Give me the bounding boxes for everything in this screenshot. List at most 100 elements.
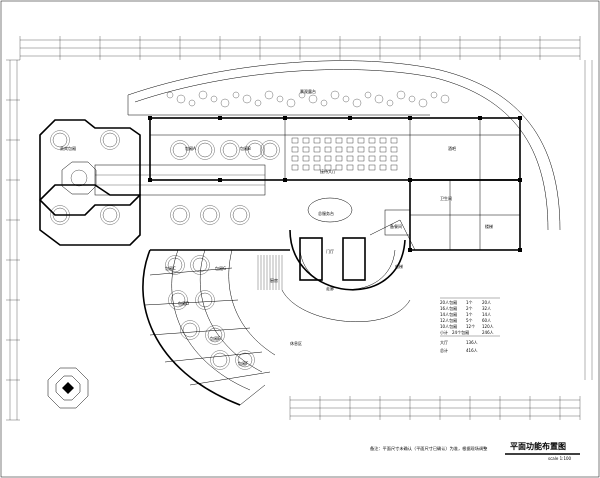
chair-ring [230, 205, 250, 225]
main-block-walls [149, 117, 521, 181]
hall-table [313, 164, 321, 171]
round-table [102, 207, 118, 223]
label-toilet: 楼梯 [485, 223, 493, 229]
shrub [418, 98, 428, 108]
label-stair: 厨房 [270, 277, 278, 283]
stair [257, 255, 283, 290]
column [218, 116, 222, 120]
chair-ring [200, 205, 220, 225]
hall-table [302, 137, 310, 144]
hall-table [302, 164, 310, 171]
column [408, 178, 412, 182]
round-table [52, 132, 68, 148]
round-table [202, 207, 218, 223]
shrub [330, 90, 340, 100]
hall-table [335, 137, 343, 144]
chair-ring [165, 255, 185, 275]
schedule-row-label: 12人包厢 [440, 317, 457, 323]
terrace-outline [127, 60, 561, 231]
hall-table [291, 137, 299, 144]
hall-table [324, 137, 332, 144]
chair-ring [180, 320, 200, 340]
hall-table [379, 137, 387, 144]
hall-table [335, 164, 343, 171]
hall-table [346, 164, 354, 171]
hall-table [357, 146, 365, 153]
shrub [242, 94, 252, 104]
hall-table [335, 146, 343, 153]
round-table [207, 327, 223, 343]
column [518, 178, 522, 182]
hall-table [324, 164, 332, 171]
label-bar: 酒吧 [448, 145, 456, 151]
schedule-row-seats: 32人 [482, 306, 491, 311]
shrub [210, 95, 218, 103]
left-wing-center-dining [61, 161, 97, 195]
label-corridor: 走廊 [326, 285, 334, 291]
chair-ring [205, 325, 225, 345]
partition-wall [149, 327, 251, 336]
hall-table [346, 137, 354, 144]
shrub [352, 98, 362, 108]
label-private-c: 包厢C [165, 265, 176, 271]
round-table [102, 132, 118, 148]
schedule-row-label: 10人包厢 [440, 323, 457, 329]
label-private-a: 包厢A [185, 145, 196, 151]
round-table [212, 352, 228, 368]
round-table [172, 207, 188, 223]
landscape-planting [166, 90, 450, 108]
column [283, 178, 287, 182]
chair-ring [100, 130, 120, 150]
hall-table [390, 146, 398, 153]
chair-ring [245, 140, 265, 160]
label-lakeview: 景观露台 [300, 88, 316, 94]
chair-ring [190, 255, 210, 275]
hall-table [368, 155, 376, 162]
schedule-row-label: 14人包厢 [440, 311, 457, 317]
column [148, 178, 152, 182]
label-reception: 总服务台 [318, 210, 334, 216]
schedule-row-count: 2个 [466, 306, 473, 311]
column [408, 116, 412, 120]
hall-table [357, 137, 365, 144]
round-table [262, 142, 278, 158]
label-private-g: 包厢G [215, 265, 226, 271]
shrub [254, 99, 262, 107]
shrub [166, 91, 174, 99]
shrub [232, 91, 240, 99]
hall-tables [291, 137, 398, 171]
chair-ring [195, 290, 215, 310]
column [408, 248, 412, 252]
schedule-subtotal-count: 24个包厢 [452, 329, 469, 335]
shrub [386, 99, 394, 107]
schedule-hall-seats: 136人 [466, 340, 478, 345]
title-block: 备注：平面尺寸未确认（平面尺寸已确认）为准，根据现场调整 平面功能布置图 sca… [370, 441, 580, 461]
shrub [286, 98, 296, 108]
hall-table [379, 164, 387, 171]
dimension-ticks-left [6, 59, 20, 421]
drawing-title: 平面功能布置图 [510, 441, 566, 451]
lobby [281, 197, 416, 323]
round-table [232, 207, 248, 223]
fan-wing-partitions [144, 267, 271, 386]
label-private-e: 包厢E [210, 335, 221, 341]
column [148, 116, 152, 120]
shrub [320, 99, 328, 107]
hall-table [313, 155, 321, 162]
schedule-row-count: 1个 [466, 312, 473, 317]
entrance-plaza [47, 367, 89, 409]
label-private-b: 包厢B [240, 145, 251, 151]
chair-ring [195, 140, 215, 160]
shrub [220, 98, 230, 108]
chair-ring [170, 205, 190, 225]
private-room-tables [50, 130, 280, 370]
schedule-row-label: 20人包厢 [440, 299, 457, 305]
round-table [170, 292, 186, 308]
round-table [247, 142, 263, 158]
shrub [408, 95, 416, 103]
round-table [167, 257, 183, 273]
schedule-row-seats: 60人 [482, 318, 491, 323]
shrub [396, 90, 406, 100]
chair-ring [168, 290, 188, 310]
schedule-row-seats: 14人 [482, 312, 491, 317]
